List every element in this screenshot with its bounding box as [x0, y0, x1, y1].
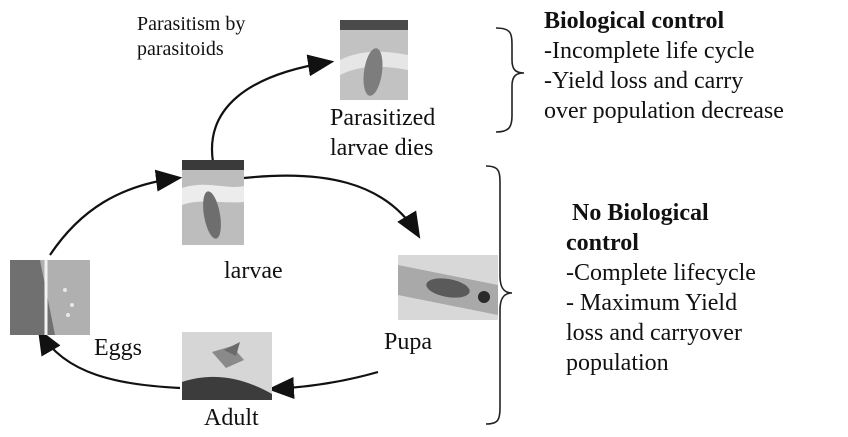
label-pupa: Pupa — [384, 327, 432, 357]
no-biological-control-line: population — [566, 348, 756, 378]
label-eggs: Eggs — [94, 333, 142, 363]
label-adult: Adult — [204, 403, 259, 433]
eggs-photo — [10, 260, 90, 335]
biological-control-line: -Incomplete life cycle — [544, 36, 784, 66]
biological-control-block: Biological control -Incomplete life cycl… — [544, 6, 784, 126]
label-larvae: larvae — [224, 256, 283, 286]
pupa-photo — [398, 255, 498, 320]
arrow-eggs-to-larvae — [50, 178, 178, 255]
no-biological-control-line: -Complete lifecycle — [566, 258, 756, 288]
arrow-larvae-to-parasitized — [212, 62, 330, 162]
no-biological-control-block: No Biological control -Complete lifecycl… — [566, 198, 756, 378]
no-biological-control-line: - Maximum Yield — [566, 288, 756, 318]
biological-control-line: -Yield loss and carry — [544, 66, 784, 96]
no-biological-control-line: loss and carryover — [566, 318, 756, 348]
biological-control-line: over population decrease — [544, 96, 784, 126]
adult-photo — [182, 332, 272, 400]
biological-control-title: Biological control — [544, 6, 784, 36]
arrow-larvae-to-pupa — [244, 176, 418, 235]
brace-biological-control — [496, 28, 524, 132]
larva-photo — [182, 160, 244, 245]
parasitized-larva-photo — [340, 20, 408, 100]
arrow-pupa-to-adult — [272, 372, 378, 389]
no-biological-control-title-2: control — [566, 228, 756, 258]
no-biological-control-title: No Biological — [566, 198, 756, 228]
